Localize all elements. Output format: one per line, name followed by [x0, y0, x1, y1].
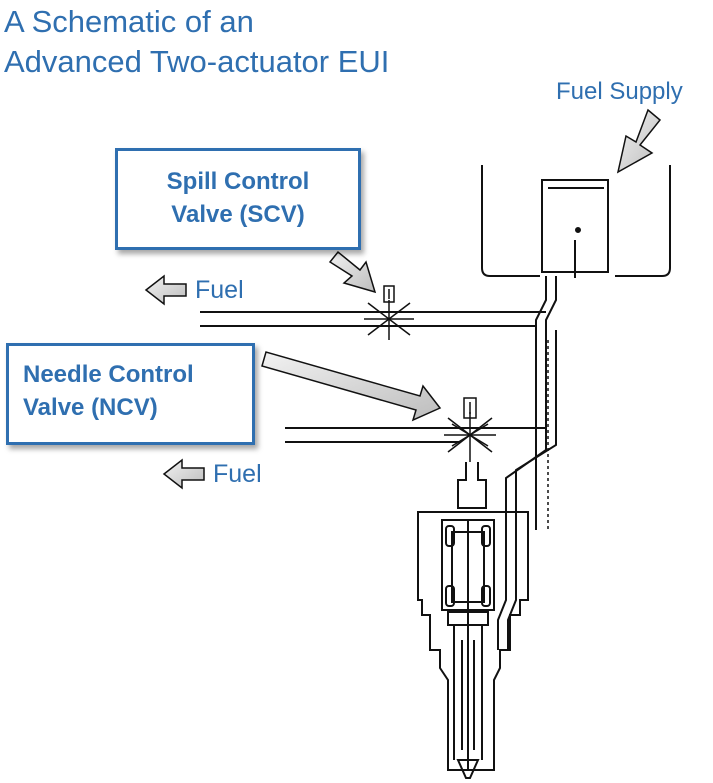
supply-passage — [505, 276, 557, 560]
title-line-2: Advanced Two-actuator EUI — [4, 44, 390, 79]
ncv-callout-line-1: Needle Control — [23, 361, 194, 388]
ncv-callout-box: Needle Control Valve (NCV) — [6, 343, 255, 445]
fuel-out-arrow-top — [144, 274, 187, 306]
ncv-callout-line-2: Valve (NCV) — [23, 394, 158, 421]
scv-callout-box: Spill Control Valve (SCV) — [115, 148, 361, 250]
scv-callout-line-1: Spill Control — [166, 168, 310, 195]
fuel-supply-label: Fuel Supply — [556, 78, 683, 105]
scv-callout-line-2: Valve (SCV) — [171, 201, 305, 228]
title-line-1: A Schematic of an — [4, 4, 254, 39]
fuel-out-label-bottom: Fuel — [213, 460, 262, 488]
fuel-supply-arrow — [616, 108, 662, 174]
fuel-out-label-top: Fuel — [195, 276, 244, 304]
ncv-valve-symbol — [444, 397, 496, 462]
spill-fuel-line — [200, 311, 546, 327]
scv-pointer-arrow — [328, 250, 377, 294]
ncv-pointer-arrow — [261, 351, 442, 422]
needle-fuel-line — [285, 427, 546, 443]
injector-body — [417, 462, 529, 779]
fuel-out-arrow-bottom — [162, 458, 205, 490]
page-title: A Schematic of an Advanced Two-actuator … — [4, 2, 389, 82]
scv-valve-symbol — [364, 285, 414, 340]
fuel-tank — [481, 165, 671, 278]
